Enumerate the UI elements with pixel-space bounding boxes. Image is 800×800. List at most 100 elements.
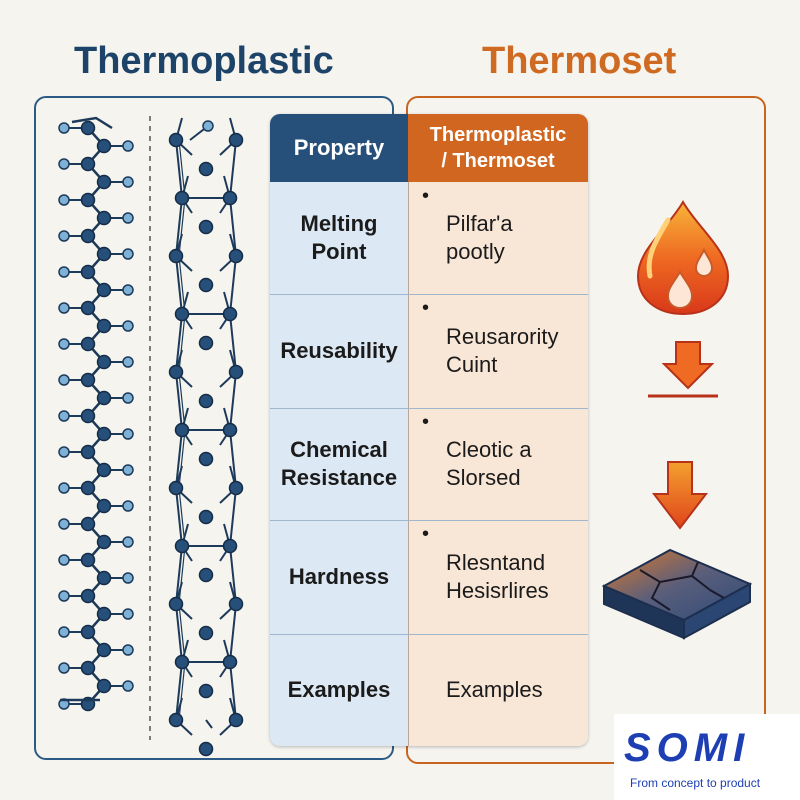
- network-atom: [198, 567, 214, 583]
- side-atom: [122, 572, 134, 584]
- column-divider: [408, 182, 409, 746]
- row-melting-point-value: •Pilfar'a pootly: [422, 185, 513, 264]
- network-atom: [198, 741, 214, 757]
- network-atom: [168, 712, 184, 728]
- network-atom: [222, 306, 238, 322]
- network-atom: [174, 306, 190, 322]
- row-divider: [270, 634, 588, 635]
- row-divider: [270, 520, 588, 521]
- down-arrow-icon: [648, 341, 718, 398]
- side-atom: [122, 356, 134, 368]
- side-atom: [58, 194, 70, 206]
- header-property: Property: [270, 114, 408, 182]
- network-atom: [168, 364, 184, 380]
- thermoplastic-title: Thermoplastic: [74, 40, 334, 82]
- side-atom: [122, 392, 134, 404]
- network-atom: [198, 393, 214, 409]
- side-atom: [58, 230, 70, 242]
- network-atom: [228, 480, 244, 496]
- row-reusability-label: Reusability: [280, 338, 398, 363]
- network-atom: [222, 654, 238, 670]
- network-atom: [198, 161, 214, 177]
- backbone-atom: [80, 588, 96, 604]
- network-atom: [222, 538, 238, 554]
- backbone-atom: [80, 372, 96, 388]
- network-atom: [174, 422, 190, 438]
- somi-logo: SOMI From concept to product: [614, 714, 800, 800]
- side-atom: [58, 410, 70, 422]
- backbone-atom: [80, 300, 96, 316]
- side-atom: [122, 608, 134, 620]
- network-atom: [198, 277, 214, 293]
- side-atom: [122, 500, 134, 512]
- backbone-atom: [96, 174, 112, 190]
- thermoset-title: Thermoset: [482, 40, 677, 82]
- side-atom: [58, 266, 70, 278]
- backbone-atom: [96, 678, 112, 694]
- backbone-atom: [96, 210, 112, 226]
- side-atom: [122, 320, 134, 332]
- network-atom: [198, 625, 214, 641]
- backbone-atom: [80, 552, 96, 568]
- side-atom: [122, 680, 134, 692]
- row-reusability-value: •Reusarority Cuint: [422, 297, 559, 377]
- row-hardness-value: •Rlesntand Hesisrlires: [422, 523, 549, 603]
- network-atom: [228, 364, 244, 380]
- side-atom: [122, 176, 134, 188]
- backbone-atom: [80, 408, 96, 424]
- backbone-atom: [96, 390, 112, 406]
- network-atom: [198, 451, 214, 467]
- down-arrow-icon: [651, 461, 709, 530]
- backbone-atom: [96, 318, 112, 334]
- backbone-atom: [80, 336, 96, 352]
- backbone-atom: [96, 534, 112, 550]
- backbone-atom: [80, 480, 96, 496]
- row-chemical-resistance-label: Chemical Resistance: [280, 437, 398, 490]
- property-column: [270, 114, 408, 746]
- backbone-atom: [96, 642, 112, 658]
- side-atom: [58, 662, 70, 674]
- side-atom: [122, 212, 134, 224]
- row-melting-point-label: Melting Point: [300, 211, 378, 264]
- backbone-atom: [80, 444, 96, 460]
- network-atom: [168, 248, 184, 264]
- side-atom: [58, 122, 70, 134]
- row-divider: [270, 294, 588, 295]
- backbone-atom: [96, 426, 112, 442]
- backbone-atom: [96, 354, 112, 370]
- logo-wordmark: SOMI: [624, 726, 751, 770]
- side-atom: [58, 446, 70, 458]
- network-atom: [168, 596, 184, 612]
- backbone-atom: [96, 570, 112, 586]
- backbone-atom: [96, 282, 112, 298]
- network-atom: [228, 132, 244, 148]
- side-atom: [122, 284, 134, 296]
- side-atom: [122, 140, 134, 152]
- backbone-atom: [80, 660, 96, 676]
- side-atom: [122, 464, 134, 476]
- side-atom: [58, 302, 70, 314]
- side-atom: [122, 428, 134, 440]
- side-atom: [58, 518, 70, 530]
- side-atom: [122, 644, 134, 656]
- network-atom: [168, 480, 184, 496]
- crosslinked-polymer-network: [168, 117, 244, 757]
- row-examples-label: Examples: [287, 677, 391, 702]
- network-atom: [174, 538, 190, 554]
- side-atom: [58, 590, 70, 602]
- network-atom: [168, 132, 184, 148]
- value-column: [408, 114, 588, 746]
- terminal-atom: [202, 120, 214, 132]
- backbone-atom: [80, 120, 96, 136]
- flame-drop-icon: [636, 200, 730, 316]
- network-atom: [222, 422, 238, 438]
- backbone-atom: [80, 264, 96, 280]
- side-atom: [58, 626, 70, 638]
- backbone-atom: [80, 192, 96, 208]
- network-atom: [222, 190, 238, 206]
- backbone-atom: [80, 516, 96, 532]
- row-hardness-label: Hardness: [288, 564, 390, 589]
- network-atom: [228, 712, 244, 728]
- row-examples-value: Examples: [446, 677, 543, 702]
- backbone-atom: [80, 156, 96, 172]
